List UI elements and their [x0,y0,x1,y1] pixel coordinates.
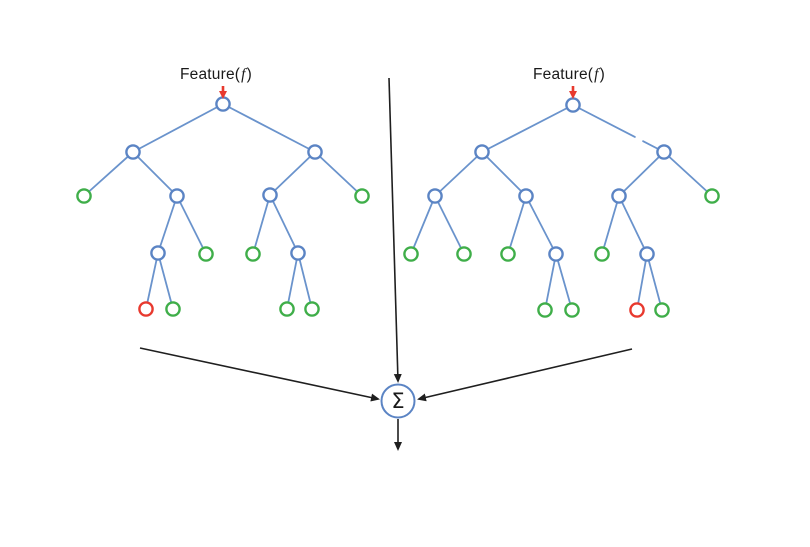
split-node [215,96,231,112]
right-tree [403,86,720,318]
tree-edge [145,252,159,310]
tree-edge [434,151,483,197]
tree-edge [555,253,573,311]
tree-edge [286,252,299,310]
split-node [474,144,490,160]
feature-var: f [241,66,246,83]
split-node [125,144,141,160]
leaf-node [537,302,553,318]
tree-edge [507,195,527,255]
tree-edge [544,253,557,311]
feature-label-prefix: Feature( [532,66,594,83]
tree-edge [525,195,557,255]
leaf-node [354,188,370,204]
tree-edge [618,151,665,197]
tree-edge [410,195,436,255]
tree-edge [132,103,224,153]
leaf-node [500,246,516,262]
sum-symbol: Σ [391,389,404,413]
split-node [548,246,564,262]
tree-edge [83,151,134,197]
tree-edge [434,195,465,255]
tree-edge [481,151,527,197]
leaf-node [564,302,580,318]
sum-circle [380,383,416,419]
tree-edge [601,195,620,255]
tree-edge [663,151,713,197]
feature-label-prefix: Feature( [179,66,241,83]
tree-edge [222,103,316,153]
tree-edge [132,151,178,197]
split-node [656,144,672,160]
left-feature-label: Feature(f) [180,66,252,84]
split-node [150,245,166,261]
split-node [427,188,443,204]
feature-label-suffix: ) [599,66,606,83]
leaf-node [456,246,472,262]
right-feature-label: Feature(f) [533,66,605,84]
leaf-node [704,188,720,204]
tree-edge [157,195,178,254]
split-node [290,245,306,261]
split-node [169,188,185,204]
tree-edge [572,104,636,138]
right-tree-output-arrow [417,348,633,402]
tree-edge [157,252,174,310]
leaf-node [165,301,181,317]
leaf-node [304,301,320,317]
feature-input-arrow [388,77,402,383]
leaf-node [198,246,214,262]
tree-edge [269,194,299,254]
tree-edge [636,253,648,311]
highlight-leaf-node [629,302,645,318]
highlight-leaf-node [138,301,154,317]
tree-edge [646,253,663,311]
leaf-node [654,302,670,318]
feature-var: f [594,66,599,83]
sum-node: Σ [380,383,416,419]
feature-label-suffix: ) [246,66,253,83]
left-tree-output-arrow [139,347,380,402]
left-tree [76,86,370,317]
tree-edge [297,252,313,310]
split-node [262,187,278,203]
tree-edge [252,194,271,255]
split-node [518,188,534,204]
tree-edge [269,151,316,196]
leaf-node [245,246,261,262]
leaf-node [76,188,92,204]
tree-edge [618,195,648,255]
leaf-node [403,246,419,262]
tree-edge [481,104,574,153]
split-node [639,246,655,262]
leaf-node [594,246,610,262]
tree-edge [314,151,363,197]
split-node [565,97,581,113]
split-node [307,144,323,160]
split-node [611,188,627,204]
tree-edge [176,195,207,255]
leaf-node [279,301,295,317]
